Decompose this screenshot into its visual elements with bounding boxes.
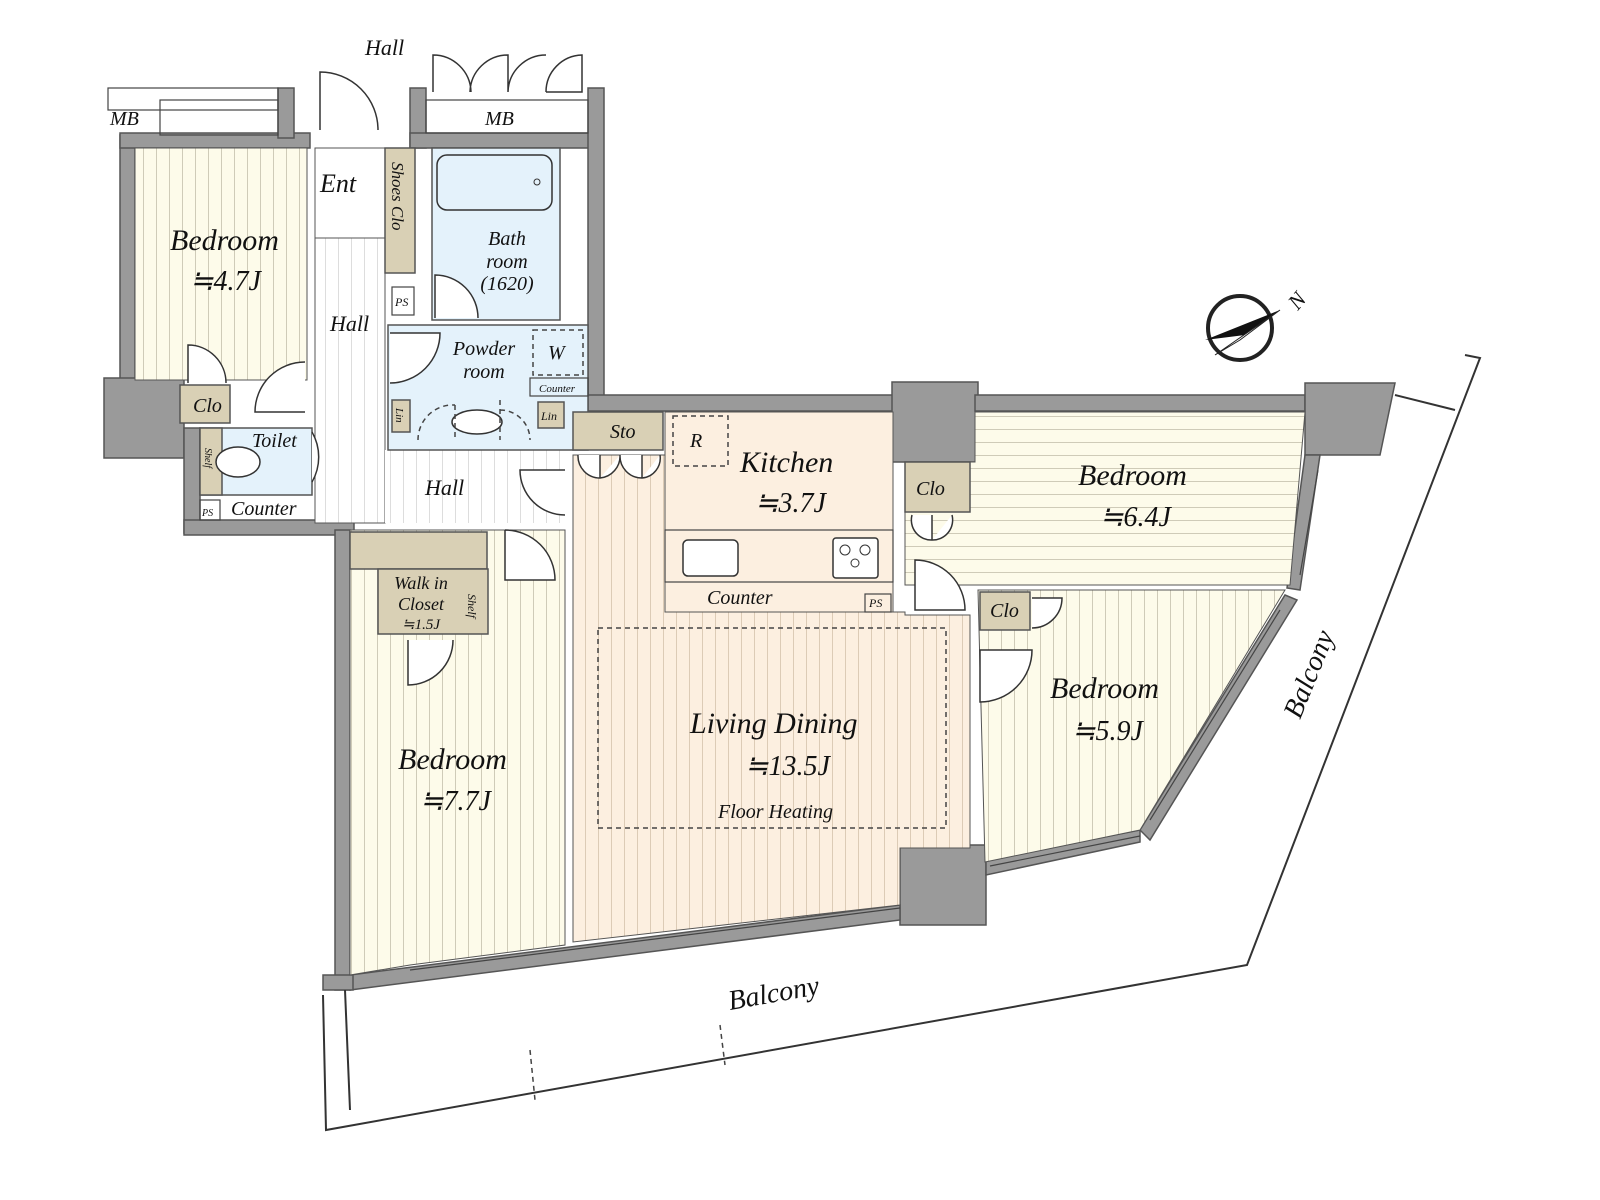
label-ps-1: PS	[394, 295, 408, 309]
closet-bedroom-3[interactable]	[979, 591, 1031, 631]
label-counter-powder: Counter	[539, 383, 576, 395]
kitchen-sink	[682, 539, 739, 577]
closet-door-3[interactable]	[1031, 597, 1063, 629]
label-bedroom-3-size: ≒5.9J	[1072, 716, 1144, 747]
washer-space	[532, 329, 584, 376]
stove	[832, 537, 879, 579]
bath-door[interactable]	[434, 274, 479, 319]
label-powder-1: Powder	[452, 338, 515, 360]
label-hall-low: Hall	[424, 475, 464, 500]
bathtub	[436, 154, 553, 211]
label-ps-2: PS	[201, 508, 213, 519]
bedroom-1-door[interactable]	[254, 361, 306, 413]
label-powder-2: room	[463, 361, 504, 383]
label-toilet-shelf: Shelf	[202, 448, 213, 469]
label-wic-2: Closet	[398, 594, 445, 614]
label-counter-kitchen: Counter	[707, 587, 773, 609]
powder-door[interactable]	[389, 332, 441, 384]
mb-doors[interactable]	[432, 54, 583, 93]
label-toilet: Toilet	[252, 430, 297, 452]
toilet-door[interactable]	[311, 431, 320, 483]
label-bath-2: room	[486, 251, 527, 273]
label-balcony-right: Balcony	[1278, 625, 1341, 722]
label-bedroom-1: Bedroom	[170, 224, 279, 257]
floor-heating-area	[597, 627, 947, 829]
label-bath-1: Bath	[488, 228, 526, 250]
label-floor-heating: Floor Heating	[717, 801, 833, 823]
ps-box-1	[391, 286, 415, 316]
label-hall-mid: Hall	[329, 311, 369, 336]
label-wic-shelf: Shelf	[465, 594, 479, 620]
label-bedroom-3: Bedroom	[1050, 672, 1159, 705]
mb-left-frame	[107, 87, 279, 111]
label-living-dining-size: ≒13.5J	[745, 751, 831, 782]
label-shoes-closet: Shoes Clo	[388, 162, 407, 230]
wic-door[interactable]	[407, 639, 454, 686]
label-bath-3: (1620)	[480, 273, 534, 295]
label-counter-toilet: Counter	[231, 498, 297, 520]
window-top-left	[159, 99, 279, 136]
closet-door-2[interactable]	[910, 514, 954, 541]
walk-in-closet[interactable]	[377, 568, 489, 635]
north-compass-icon: N	[1205, 286, 1312, 362]
balcony-partitions	[529, 1024, 726, 1101]
label-ps-3: PS	[868, 596, 882, 610]
north-label: N	[1282, 286, 1312, 315]
label-entrance: Ent	[319, 169, 357, 198]
linen-right[interactable]	[537, 401, 565, 429]
bedroom-1	[134, 147, 308, 381]
balcony-outline	[322, 354, 1482, 1132]
kitchen-counter	[664, 529, 894, 583]
hall-vertical	[314, 237, 386, 524]
label-closet-2: Clo	[916, 478, 945, 500]
shoes-closet[interactable]	[384, 147, 416, 274]
label-kitchen-size: ≒3.7J	[755, 488, 827, 519]
closet-door-1[interactable]	[187, 344, 227, 384]
label-kitchen: Kitchen	[739, 446, 833, 479]
hall-door[interactable]	[519, 469, 566, 516]
label-hall-top: Hall	[364, 35, 404, 60]
storage-doors[interactable]	[577, 454, 661, 479]
label-closet-1: Clo	[193, 395, 222, 417]
bedroom-3-door[interactable]	[979, 649, 1033, 703]
storage[interactable]	[572, 411, 664, 451]
entrance-door[interactable]	[319, 71, 379, 131]
label-linen-left: Lin	[393, 407, 405, 423]
linen-left[interactable]	[391, 399, 411, 433]
label-wic-size: ≒1.5J	[402, 617, 441, 633]
walls	[103, 87, 1396, 991]
bedroom-4-door[interactable]	[504, 529, 556, 581]
fridge-space	[672, 415, 729, 467]
label-balcony-bottom: Balcony	[726, 970, 822, 1017]
room-labels: Hall MB MB Ent Shoes Clo Bedroom ≒4.7J B…	[109, 35, 1341, 1017]
label-washer: W	[548, 342, 567, 364]
bedroom-3	[977, 589, 1286, 863]
closet-bedroom-1[interactable]	[179, 384, 231, 424]
label-closet-3: Clo	[990, 600, 1019, 622]
toilet-bowl	[215, 446, 261, 478]
label-linen-right: Lin	[540, 409, 557, 423]
bedroom-4	[349, 529, 566, 976]
label-fridge: R	[689, 430, 702, 452]
label-bedroom-4: Bedroom	[398, 743, 507, 776]
label-living-dining: Living Dining	[689, 707, 858, 740]
windows	[409, 469, 1319, 971]
label-mb-left: MB	[109, 108, 139, 130]
mb-right	[425, 99, 589, 134]
closet-bedroom-2[interactable]	[904, 461, 971, 513]
wic-upper-shelf	[349, 531, 488, 570]
sink	[451, 409, 503, 435]
label-bedroom-2: Bedroom	[1078, 459, 1187, 492]
label-storage: Sto	[610, 421, 636, 443]
label-wic-1: Walk in	[394, 573, 448, 593]
label-bedroom-1-size: ≒4.7J	[190, 266, 262, 297]
label-bedroom-4-size: ≒7.7J	[420, 786, 492, 817]
label-bedroom-2-size: ≒6.4J	[1100, 502, 1172, 533]
label-mb-right: MB	[484, 108, 514, 130]
entrance	[314, 147, 386, 239]
bedroom-2-door[interactable]	[914, 559, 966, 611]
kitchen	[664, 411, 894, 613]
